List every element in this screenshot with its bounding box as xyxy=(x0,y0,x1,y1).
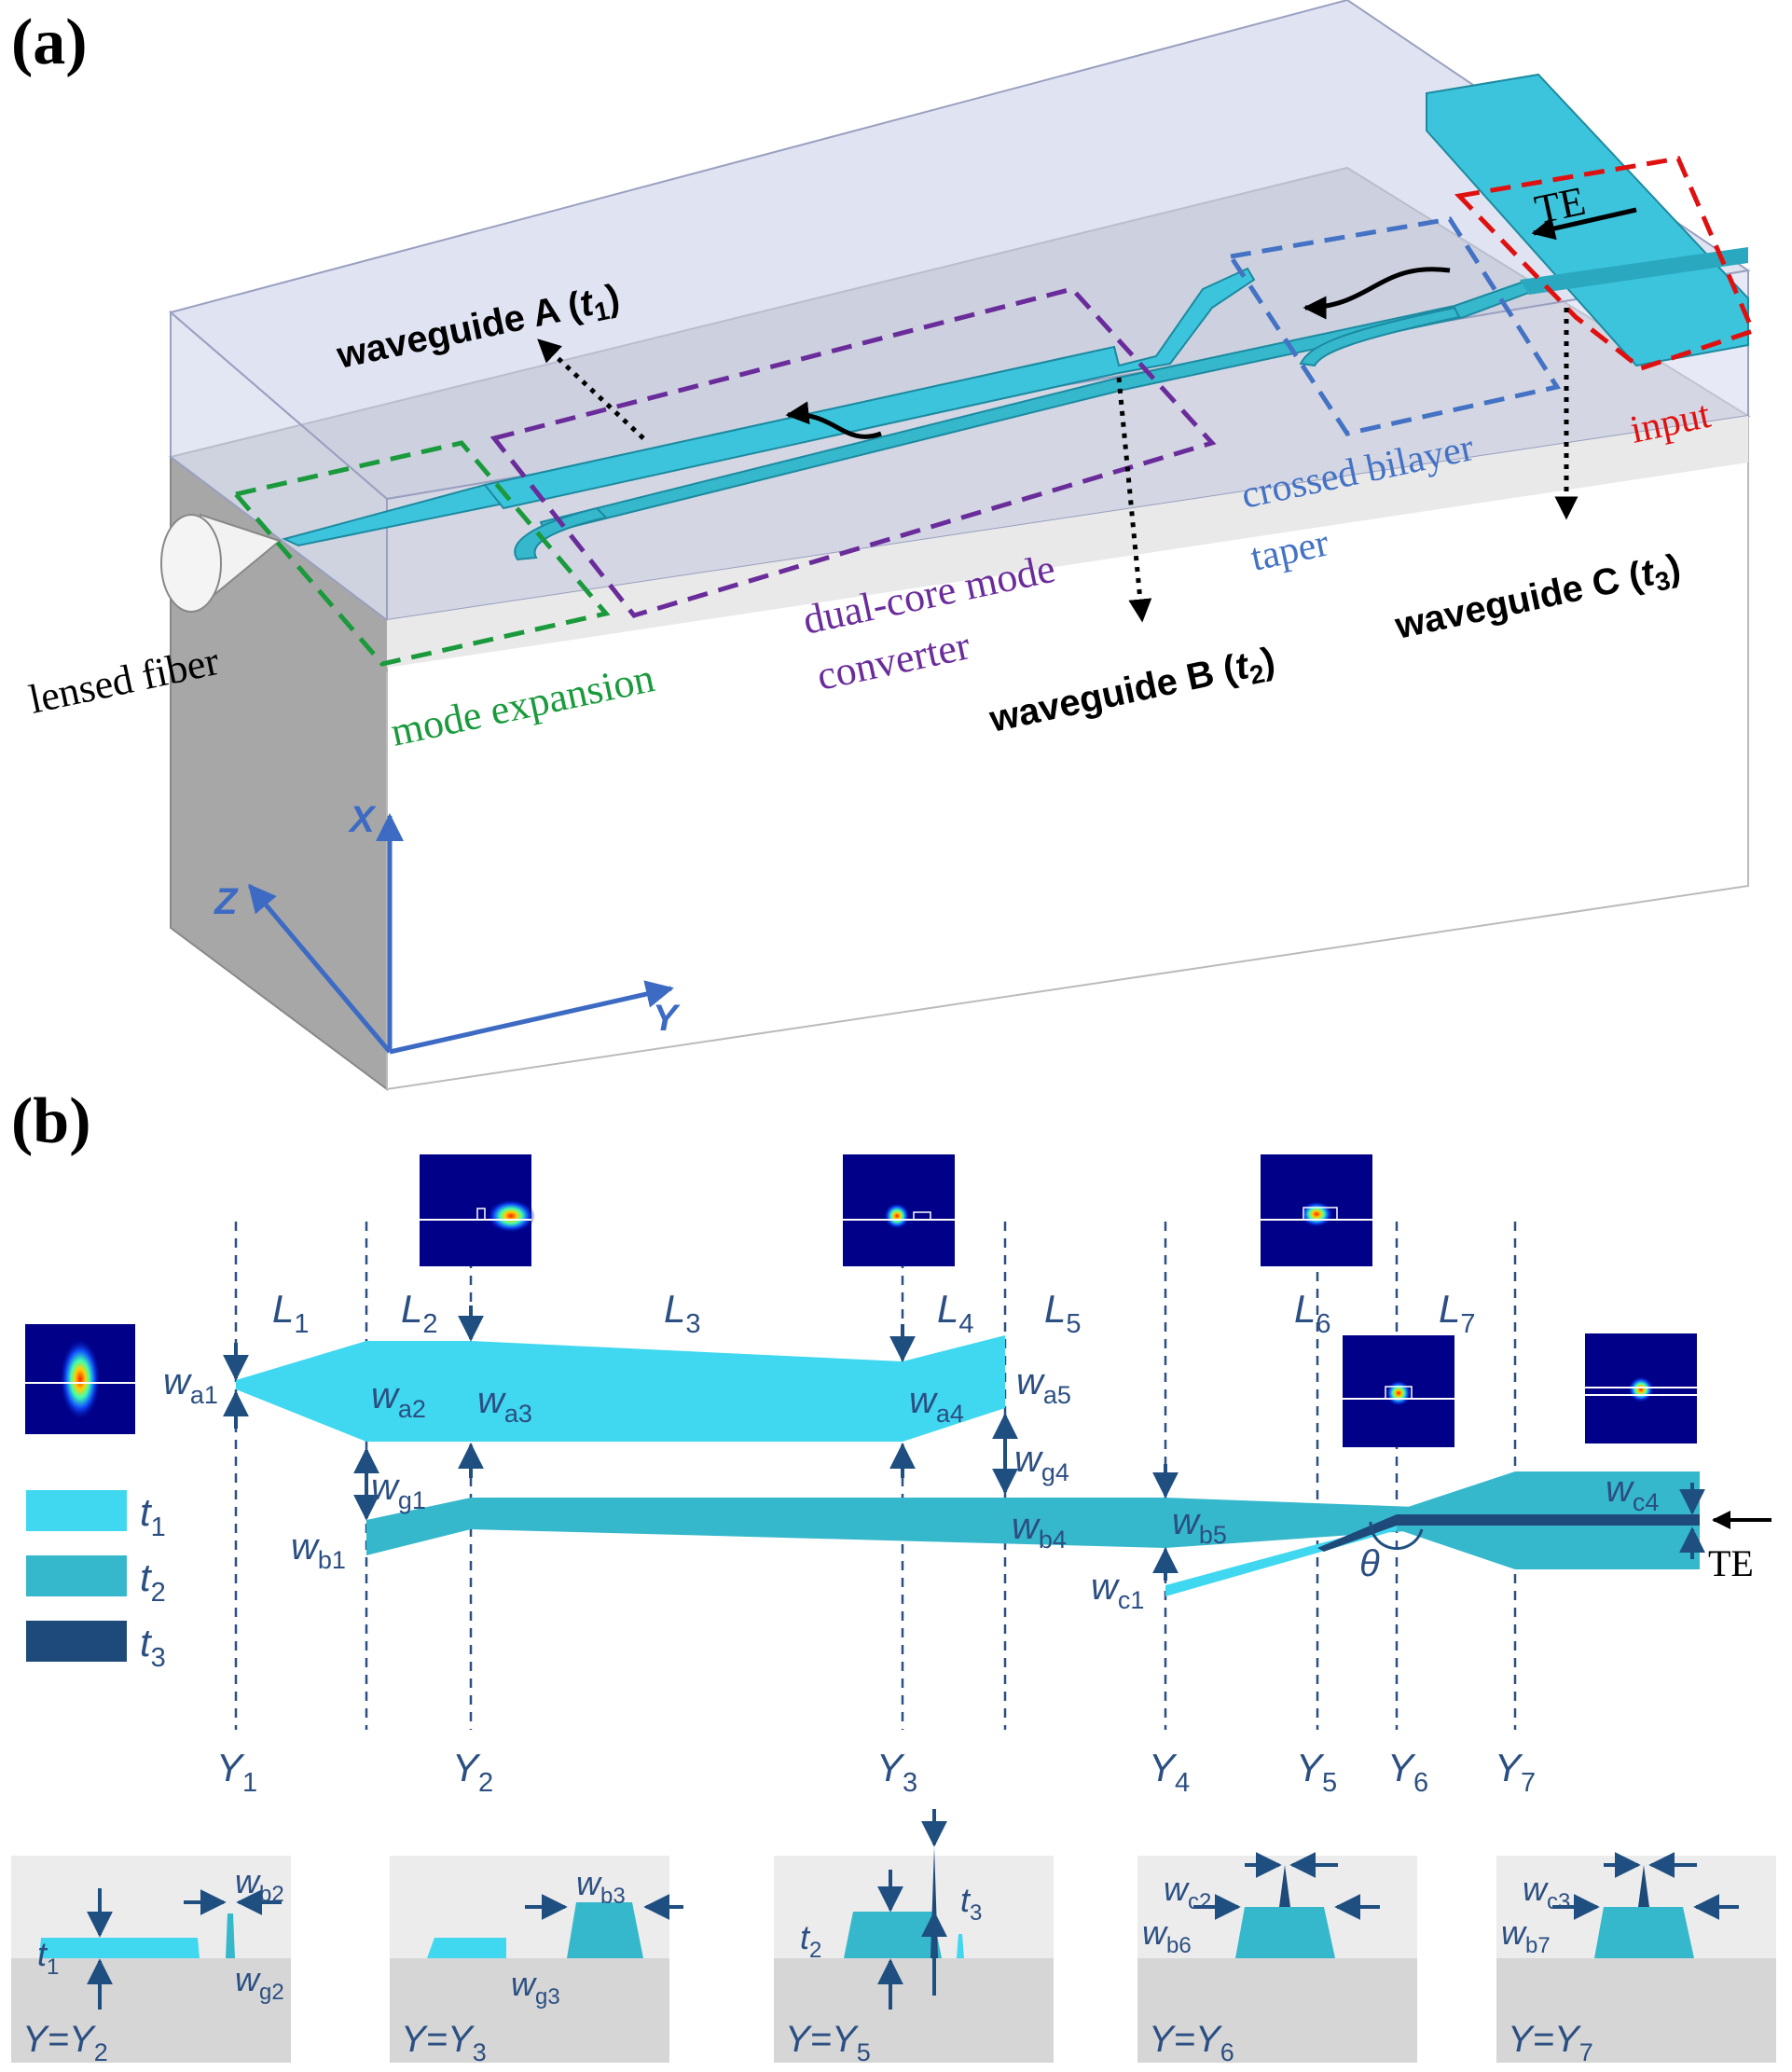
width-arrows xyxy=(223,1305,1705,1581)
panel-a-label: (a) xyxy=(11,7,88,78)
width-label-wg4: wg4 xyxy=(1014,1439,1069,1486)
mode-inset-y1 xyxy=(25,1324,135,1434)
position-label-1: Y1 xyxy=(216,1746,257,1798)
legend-swatch-2 xyxy=(26,1555,127,1596)
axis-y-arrow xyxy=(389,980,674,1055)
pointer-waveguide-a xyxy=(537,338,645,440)
xs-label-wc3: wc3 xyxy=(1523,1870,1570,1914)
cross-section-1: wb2 wg2 t1Y=Y2 xyxy=(11,1856,291,2066)
legend-swatch-1 xyxy=(26,1490,127,1531)
width-label-wb4: wb4 xyxy=(1012,1506,1067,1554)
label-axis-y: Y xyxy=(653,998,681,1039)
cross-section-3: t3 t2Y=Y5 xyxy=(774,1809,1054,2066)
legend-label-2: t2 xyxy=(140,1555,166,1608)
position-label-3: Y3 xyxy=(876,1746,917,1798)
xs-eq-label-4: Y=Y6 xyxy=(1149,2019,1234,2066)
lensed-fiber-icon xyxy=(160,513,283,613)
width-label-wa1: wa1 xyxy=(163,1361,218,1409)
xs-label-wg3: wg3 xyxy=(511,1965,560,2010)
mode-inset-y5 xyxy=(1261,1154,1372,1266)
xs-eq-label-1: Y=Y2 xyxy=(22,2019,108,2066)
width-label-wa3: wa3 xyxy=(477,1380,532,1428)
xs-label-wc2: wc2 xyxy=(1164,1870,1211,1914)
pointer-waveguide-b xyxy=(1116,377,1152,623)
width-labels: wa1 wa2 wa3 wa4 wa5 wg1 wg4 wb1 wb4 wb5 wc1 wc4 xyxy=(163,1361,1659,1614)
length-label-6: L6 xyxy=(1294,1287,1331,1339)
width-label-wa5: wa5 xyxy=(1016,1361,1071,1409)
length-label-4: L4 xyxy=(937,1287,974,1339)
position-labels: Y1 Y2 Y3 Y4 Y5 Y6 Y7 xyxy=(216,1746,1536,1798)
input-region xyxy=(1454,156,1757,371)
width-label-wa4: wa4 xyxy=(909,1380,964,1428)
length-label-7: L7 xyxy=(1439,1287,1476,1339)
legend-swatch-3 xyxy=(26,1621,127,1662)
flow-arrow-2 xyxy=(785,401,882,439)
xs-label-wb3: wb3 xyxy=(576,1864,626,1909)
xs-label-t3: t3 xyxy=(960,1881,982,1926)
mode-inset-y6 xyxy=(1343,1335,1454,1447)
xs-eq-label-2: Y=Y3 xyxy=(401,2019,487,2066)
width-label-wa2: wa2 xyxy=(371,1375,426,1423)
label-axis-x: X xyxy=(348,799,377,840)
length-labels: L1 L2 L3 L4 L5 L6 L7 xyxy=(272,1287,1476,1339)
top-view-layout xyxy=(236,1335,1700,1596)
te-input-arrow xyxy=(1531,207,1637,241)
xs-label-t2: t2 xyxy=(800,1918,821,1963)
position-label-2: Y2 xyxy=(452,1746,493,1798)
length-label-3: L3 xyxy=(664,1287,701,1339)
mode-inset-y3 xyxy=(843,1154,955,1266)
panel-b-label: (b) xyxy=(11,1085,91,1157)
xs-label-wb6: wb6 xyxy=(1142,1913,1192,1958)
length-label-5: L5 xyxy=(1044,1287,1082,1339)
flow-arrow-1 xyxy=(1303,267,1451,320)
position-label-4: Y4 xyxy=(1149,1746,1190,1798)
length-label-2: L2 xyxy=(401,1287,438,1339)
crossed-taper-region xyxy=(1226,216,1562,436)
position-lines xyxy=(234,1222,1517,1730)
axis-z-arrow xyxy=(248,883,392,1054)
label-axis-z: Z xyxy=(214,881,239,922)
mode-inset-y2 xyxy=(420,1154,535,1266)
mode-inset-y7 xyxy=(1585,1333,1697,1443)
mode-expansion-region xyxy=(231,440,611,667)
legend-label-3: t3 xyxy=(140,1621,166,1673)
xs-eq-label-3: Y=Y5 xyxy=(785,2019,871,2066)
xs-label-wg2: wg2 xyxy=(235,1960,284,2005)
legend-label-1: t1 xyxy=(140,1490,166,1542)
width-label-wc1: wc1 xyxy=(1091,1567,1144,1614)
position-label-5: Y5 xyxy=(1296,1746,1337,1798)
xs-label-t1: t1 xyxy=(37,1935,59,1980)
width-label-wg1: wg1 xyxy=(371,1467,426,1514)
label-te-b: TE xyxy=(1708,1542,1754,1584)
theta-arc xyxy=(1369,1521,1424,1551)
position-label-7: Y7 xyxy=(1495,1746,1536,1798)
width-label-wb5: wb5 xyxy=(1172,1501,1227,1549)
position-label-6: Y6 xyxy=(1387,1746,1428,1798)
chip-3d-view xyxy=(160,0,1757,1091)
label-te-a: TE xyxy=(1531,178,1590,233)
xs-label-wb2: wb2 xyxy=(235,1862,284,1907)
length-label-1: L1 xyxy=(272,1287,310,1339)
dual-core-region xyxy=(489,286,1217,618)
xs-label-wb7: wb7 xyxy=(1501,1913,1551,1958)
label-theta: θ xyxy=(1359,1543,1380,1584)
mode-profile-insets xyxy=(25,1154,1697,1447)
width-label-wc4: wc4 xyxy=(1606,1469,1659,1516)
thickness-legend: t1 t2 t3 xyxy=(26,1490,166,1673)
width-label-wb1: wb1 xyxy=(291,1526,346,1574)
xs-eq-label-5: Y=Y7 xyxy=(1508,2019,1593,2066)
